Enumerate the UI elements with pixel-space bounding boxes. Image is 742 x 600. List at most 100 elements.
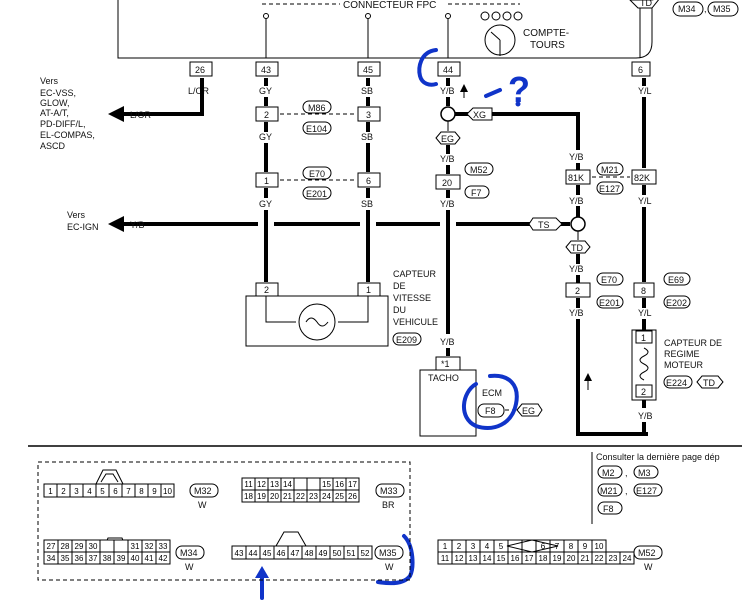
connector-m52-pin20 bbox=[435, 174, 461, 190]
m32-pin-label: 7 bbox=[126, 487, 131, 496]
svg-text:CAPTEUR DE: CAPTEUR DE bbox=[664, 338, 722, 348]
m33-pin-label: 20 bbox=[270, 492, 279, 501]
m52-pin-label: 6 bbox=[541, 542, 546, 551]
svg-text:W: W bbox=[385, 562, 394, 572]
td-tag-mid bbox=[565, 240, 591, 254]
svg-text:Y/L: Y/L bbox=[638, 308, 652, 318]
svg-text:MOTEUR: MOTEUR bbox=[664, 360, 703, 370]
svg-text:Y/B: Y/B bbox=[569, 264, 584, 274]
code-f7 bbox=[464, 185, 490, 199]
m35-pin-label: 45 bbox=[263, 549, 272, 558]
svg-text:6: 6 bbox=[366, 176, 371, 186]
code-e70 bbox=[302, 166, 332, 180]
connector-e70-pin6 bbox=[357, 172, 381, 188]
annotation-circle-ecm bbox=[462, 373, 519, 430]
m34-pin-label: 40 bbox=[131, 554, 140, 563]
svg-text:E202: E202 bbox=[666, 298, 687, 308]
svg-text:Y/L: Y/L bbox=[638, 86, 652, 96]
connector-legend-area bbox=[37, 461, 411, 581]
svg-text:E70: E70 bbox=[309, 169, 325, 179]
svg-text:GLOW,: GLOW, bbox=[40, 98, 70, 108]
svg-text:Y/B: Y/B bbox=[638, 411, 653, 421]
m52-pin-label: 22 bbox=[595, 554, 604, 563]
svg-text:F8: F8 bbox=[485, 406, 496, 416]
arrow-left-icon bbox=[108, 106, 124, 122]
svg-text:L/OR: L/OR bbox=[130, 110, 152, 120]
code-e224 bbox=[663, 375, 693, 389]
m35-code-top bbox=[707, 1, 739, 17]
m34-pin-label: 34 bbox=[47, 554, 56, 563]
svg-text:TD: TD bbox=[571, 243, 583, 253]
m52-pin-label: 8 bbox=[569, 542, 574, 551]
m34-pin-label: 36 bbox=[75, 554, 84, 563]
m52-cell bbox=[619, 551, 635, 565]
m34-cell bbox=[99, 539, 115, 553]
m33-cell bbox=[345, 489, 360, 503]
m52-pin-label: 3 bbox=[471, 542, 476, 551]
svg-text:EC-IGN: EC-IGN bbox=[67, 222, 99, 232]
m52-pin-label: 16 bbox=[511, 554, 520, 563]
code-m52 bbox=[464, 162, 494, 176]
capteur-vitesse-vehicule: 2 1 bbox=[245, 282, 389, 347]
legend-code-e127 bbox=[633, 483, 663, 497]
m52-pin-label: 5 bbox=[499, 542, 504, 551]
legend-code-m3 bbox=[633, 465, 659, 479]
ts-tag bbox=[528, 217, 563, 231]
svg-text:M21: M21 bbox=[600, 486, 618, 496]
svg-text:EG: EG bbox=[441, 134, 454, 144]
arrow-left-icon-2 bbox=[108, 216, 124, 232]
compte-tours-icon bbox=[480, 11, 523, 56]
svg-text:M34: M34 bbox=[180, 548, 198, 558]
connector-m21-82k bbox=[631, 169, 657, 185]
connector-e70-pin2 bbox=[565, 282, 591, 298]
m33-pin-label: 13 bbox=[270, 480, 279, 489]
svg-text:2: 2 bbox=[264, 285, 269, 295]
terminal-26: 26 bbox=[189, 61, 213, 77]
m32-pin-label: 5 bbox=[100, 487, 105, 496]
svg-text:XG: XG bbox=[473, 110, 486, 120]
m52-cell bbox=[507, 539, 523, 553]
svg-text:,: , bbox=[625, 468, 628, 478]
svg-text:BR: BR bbox=[382, 500, 395, 510]
svg-text:1: 1 bbox=[366, 285, 371, 295]
m33-pin-label: 19 bbox=[257, 492, 266, 501]
m33-cell bbox=[306, 477, 321, 491]
m32-pin-label: 4 bbox=[87, 487, 92, 496]
splice-point-2 bbox=[570, 216, 586, 232]
svg-text:45: 45 bbox=[363, 65, 373, 75]
svg-text:ECM: ECM bbox=[482, 388, 502, 398]
m34-pin-label: 42 bbox=[159, 554, 168, 563]
svg-text:M35: M35 bbox=[713, 4, 731, 14]
code-e201-right bbox=[596, 295, 624, 309]
svg-text:F7: F7 bbox=[471, 188, 482, 198]
m32-pin-label: 9 bbox=[152, 487, 157, 496]
m35-pin-label: 44 bbox=[249, 549, 258, 558]
ecm-box bbox=[419, 369, 477, 437]
svg-text:E127: E127 bbox=[636, 486, 657, 496]
svg-text:ASCD: ASCD bbox=[40, 141, 66, 151]
m33-pin-label: 17 bbox=[348, 480, 357, 489]
svg-text:8: 8 bbox=[641, 286, 646, 296]
legend-code-m2 bbox=[597, 465, 623, 479]
m33-pin-label: 25 bbox=[335, 492, 344, 501]
svg-text:VEHICULE: VEHICULE bbox=[393, 317, 438, 327]
svg-text:DE: DE bbox=[393, 281, 406, 291]
svg-text:2: 2 bbox=[264, 110, 269, 120]
svg-text:M52: M52 bbox=[638, 548, 656, 558]
svg-text:2: 2 bbox=[641, 387, 646, 397]
code-f8 bbox=[477, 403, 505, 418]
svg-text:M86: M86 bbox=[308, 103, 326, 113]
svg-text:TD: TD bbox=[703, 378, 715, 388]
m52-pin-label: 11 bbox=[441, 554, 450, 563]
combination-meter-box bbox=[117, 0, 653, 59]
svg-text:,: , bbox=[625, 486, 628, 496]
m33-pin-label: 14 bbox=[283, 480, 292, 489]
m33-pin-label: 23 bbox=[309, 492, 318, 501]
splice-point-1 bbox=[440, 106, 456, 122]
terminal-45: 45 bbox=[357, 61, 381, 77]
